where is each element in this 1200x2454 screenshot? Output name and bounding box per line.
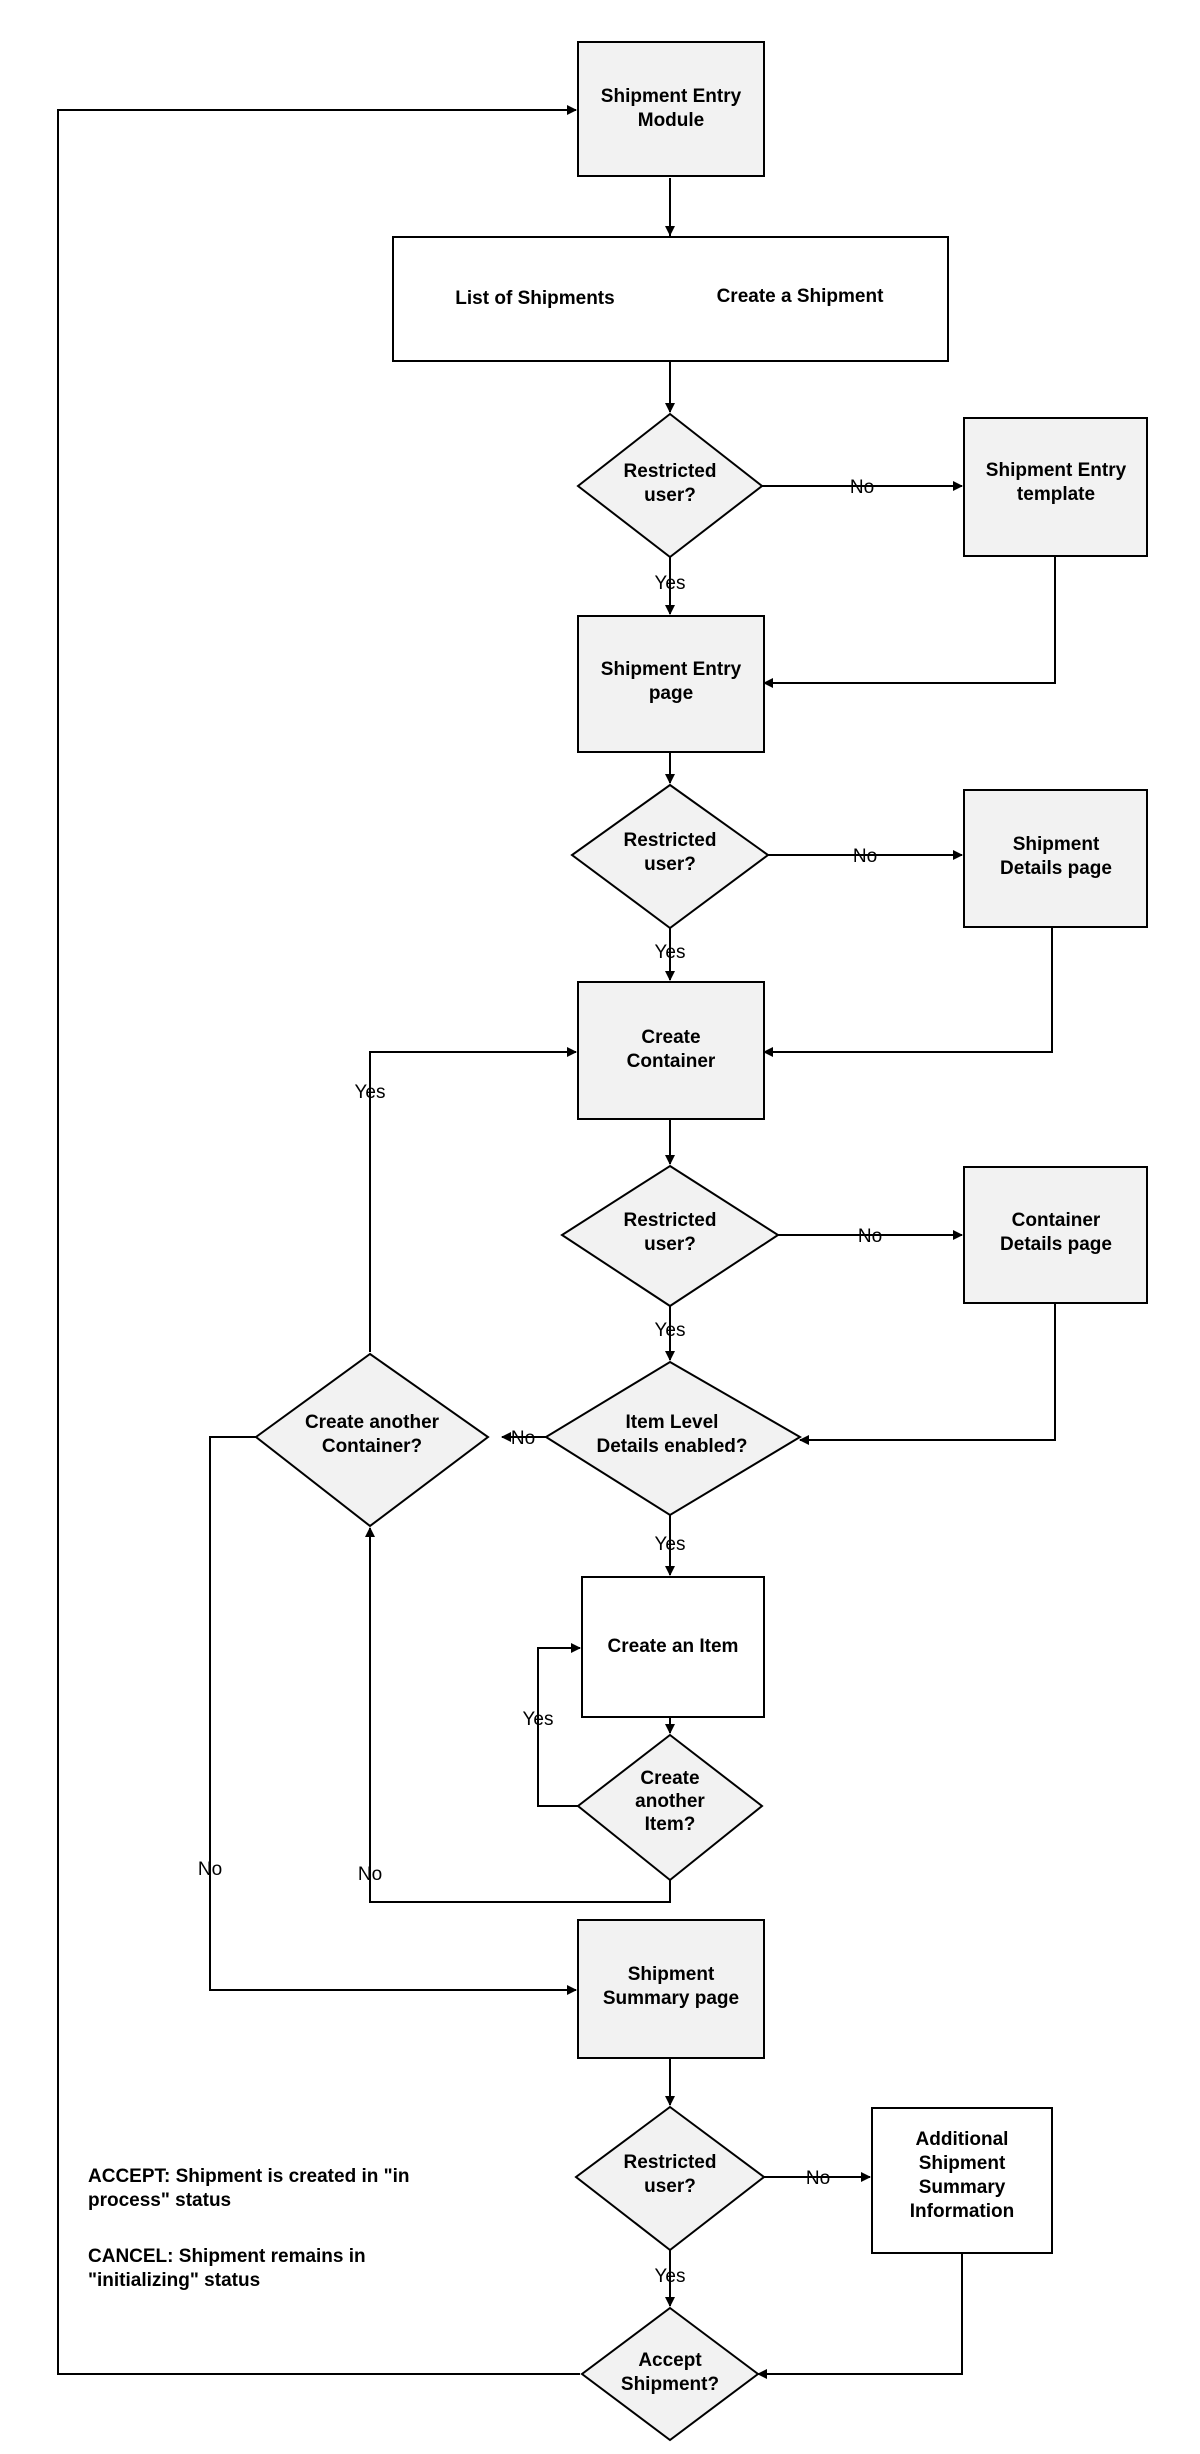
connector-accept-loop — [57, 105, 580, 2375]
edge-label-d2-yes: Yes — [655, 942, 686, 963]
label-create-an-item: Create an Item — [608, 1636, 739, 1657]
edge-labels: No Yes No Yes No Yes No Yes Yes Yes No N… — [198, 477, 882, 2287]
edge-label-d4-yes: Yes — [655, 2266, 686, 2287]
edge-label-itemlevel-yes: Yes — [655, 1534, 686, 1555]
decision-restricted-user-3 — [560, 1164, 780, 1308]
decision-restricted-user-1 — [576, 412, 764, 559]
edge-label-d4-no: No — [806, 2168, 830, 2189]
decision-restricted-user-4 — [574, 2105, 766, 2252]
note-cancel: CANCEL: Shipment remains in"initializing… — [88, 2246, 366, 2291]
decision-create-another-container — [254, 1352, 490, 1528]
node-shipment-options — [392, 236, 949, 362]
decision-create-another-item — [576, 1733, 764, 1882]
connector-another-container-yes — [369, 1047, 577, 1352]
edge-label-another-item-yes: Yes — [523, 1709, 554, 1730]
edge-label-another-container-no: No — [198, 1859, 222, 1880]
edge-label-d3-no: No — [858, 1226, 882, 1247]
edge-label-d1-no: No — [850, 477, 874, 498]
node-shipment-entry-template — [963, 417, 1148, 557]
node-shipment-entry-page — [577, 615, 765, 753]
connector-template-to-entry — [763, 556, 1056, 688]
node-create-container — [577, 981, 765, 1120]
connectors — [57, 105, 1056, 2379]
decision-accept-shipment — [580, 2306, 760, 2442]
node-container-details-page — [963, 1166, 1148, 1304]
edge-label-itemlevel-no: No — [511, 1428, 535, 1449]
connector-details-to-container — [763, 925, 1053, 1057]
edge-label-another-container-yes: Yes — [355, 1082, 386, 1103]
decision-restricted-user-2 — [570, 783, 770, 930]
node-create-an-item — [581, 1576, 765, 1718]
decision-item-level-details — [544, 1360, 802, 1517]
edge-label-d2-no: No — [853, 846, 877, 867]
edge-label-d1-yes: Yes — [655, 573, 686, 594]
node-shipment-entry-module — [577, 41, 765, 177]
label-create-a-shipment: Create a Shipment — [717, 286, 884, 307]
connector-additional-to-accept — [757, 2253, 963, 2379]
connector-another-item-yes — [537, 1643, 581, 1807]
edge-label-d3-yes: Yes — [655, 1320, 686, 1341]
connector-another-container-no — [209, 1436, 577, 1995]
connector-cdetails-to-itemlevel — [799, 1303, 1056, 1445]
node-shipment-summary-page — [577, 1919, 765, 2059]
node-additional-summary-info — [871, 2107, 1053, 2254]
edge-label-another-item-no: No — [358, 1864, 382, 1885]
shapes — [254, 41, 1148, 2442]
node-shipment-details-page — [963, 789, 1148, 928]
label-list-of-shipments: List of Shipments — [455, 288, 614, 309]
connector-another-item-no — [365, 1527, 671, 1903]
